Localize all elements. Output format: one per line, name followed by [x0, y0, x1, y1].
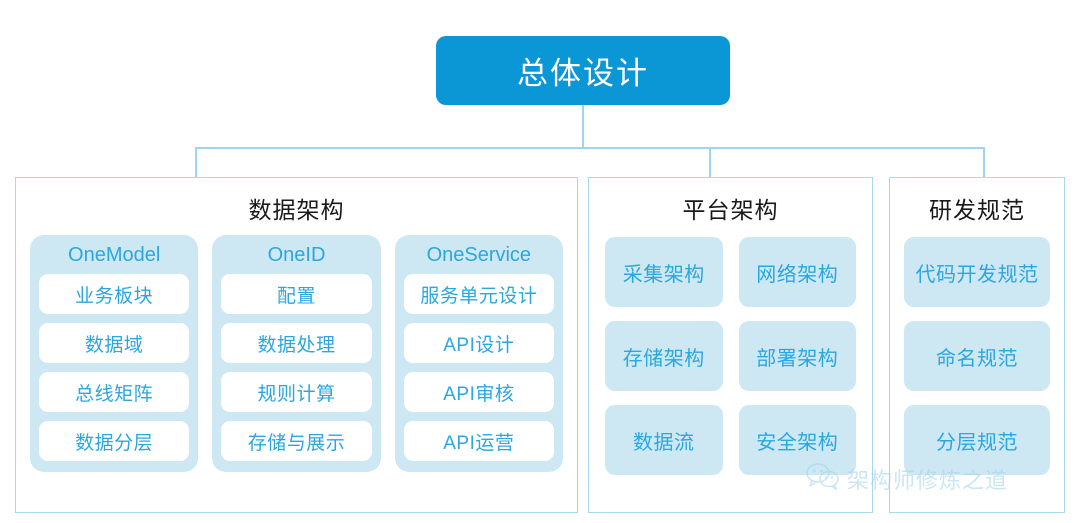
connector-root-vertical	[582, 105, 584, 148]
item-oneservice-4[interactable]: API运营	[403, 421, 554, 461]
root-node-overall-design[interactable]: 总体设计	[436, 36, 730, 105]
item-oneid-3[interactable]: 规则计算	[221, 372, 372, 412]
item-oneservice-3[interactable]: API审核	[403, 372, 554, 412]
column-spec-items: 代码开发规范 命名规范 分层规范	[890, 225, 1064, 475]
panel-title-data-architecture: 数据架构	[248, 197, 345, 223]
item-platform-4[interactable]: 部署架构	[738, 321, 856, 391]
item-platform-1[interactable]: 采集架构	[605, 237, 723, 307]
group-title-oneservice: OneService	[426, 244, 532, 266]
panel-platform-architecture: 平台架构 采集架构 网络架构 存储架构 部署架构 数据流 安全架构	[588, 177, 873, 513]
item-platform-2[interactable]: 网络架构	[738, 237, 856, 307]
item-oneid-1[interactable]: 配置	[221, 274, 372, 314]
connector-branch-data	[195, 147, 197, 178]
group-oneid[interactable]: OneID 配置 数据处理 规则计算 存储与展示	[212, 235, 381, 472]
panel-dev-specification: 研发规范 代码开发规范 命名规范 分层规范	[889, 177, 1065, 513]
connector-branch-spec	[983, 147, 985, 178]
item-spec-2[interactable]: 命名规范	[904, 321, 1050, 391]
item-spec-1[interactable]: 代码开发规范	[904, 237, 1050, 307]
item-oneid-4[interactable]: 存储与展示	[221, 421, 372, 461]
item-oneservice-1[interactable]: 服务单元设计	[403, 274, 554, 314]
item-onemodel-1[interactable]: 业务板块	[39, 274, 190, 314]
item-spec-3[interactable]: 分层规范	[904, 405, 1050, 475]
panel-title-dev-specification: 研发规范	[929, 197, 1025, 223]
item-onemodel-2[interactable]: 数据域	[39, 323, 190, 363]
group-oneservice[interactable]: OneService 服务单元设计 API设计 API审核 API运营	[394, 235, 563, 472]
item-platform-5[interactable]: 数据流	[605, 405, 723, 475]
group-title-oneid: OneID	[267, 244, 326, 266]
panel-title-platform-architecture: 平台架构	[682, 197, 779, 223]
connector-branch-platform	[709, 147, 711, 178]
item-platform-3[interactable]: 存储架构	[605, 321, 723, 391]
group-onemodel[interactable]: OneModel 业务板块 数据域 总线矩阵 数据分层	[30, 235, 199, 472]
connector-horizontal-bus	[195, 147, 984, 149]
item-platform-6[interactable]: 安全架构	[738, 405, 856, 475]
item-oneservice-2[interactable]: API设计	[403, 323, 554, 363]
item-onemodel-4[interactable]: 数据分层	[39, 421, 190, 461]
grid-platform-items: 采集架构 网络架构 存储架构 部署架构 数据流 安全架构	[589, 225, 872, 475]
group-title-onemodel: OneModel	[68, 244, 161, 266]
panel-data-architecture: 数据架构 OneModel 业务板块 数据域 总线矩阵 数据分层 OneID 配…	[15, 177, 578, 513]
item-oneid-2[interactable]: 数据处理	[221, 323, 372, 363]
item-onemodel-3[interactable]: 总线矩阵	[39, 372, 190, 412]
group-row-data-architecture: OneModel 业务板块 数据域 总线矩阵 数据分层 OneID 配置 数据处…	[16, 225, 577, 472]
